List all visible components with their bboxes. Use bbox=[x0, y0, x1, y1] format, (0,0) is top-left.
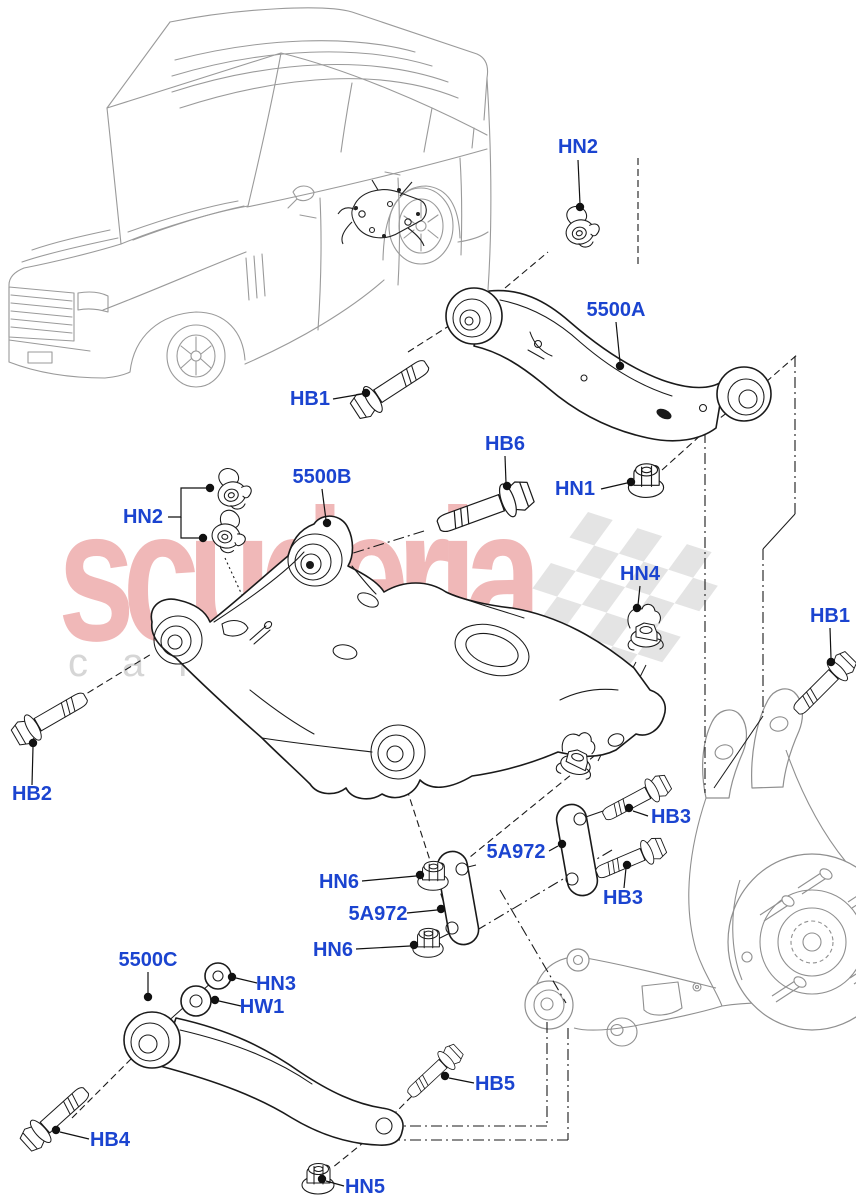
part-label-hn6-upper[interactable]: HN6 bbox=[319, 871, 359, 893]
leader-line-hb2 bbox=[31, 746, 34, 786]
bolt-HB2 bbox=[7, 684, 94, 751]
leader-dot-5a972-right bbox=[557, 839, 567, 849]
bolt-HB3-lower bbox=[591, 833, 670, 886]
link-plate-5A972-left bbox=[436, 850, 480, 946]
nut-HN3 bbox=[204, 962, 232, 990]
leader-line-5500b bbox=[321, 488, 327, 521]
leader-dot-hn5 bbox=[317, 1174, 327, 1184]
upper-control-arm-5500A bbox=[445, 287, 772, 442]
leader-dot-5a972-left bbox=[436, 904, 446, 914]
leader-line-hb6 bbox=[504, 455, 507, 484]
vehicle-rear-suspension-highlight bbox=[337, 179, 427, 247]
leader-line-hb3-lower bbox=[623, 867, 627, 889]
leader-line-hn2-left bbox=[180, 517, 199, 539]
leader-dot-hn4 bbox=[632, 603, 642, 613]
part-label-hb1-left[interactable]: HB1 bbox=[290, 388, 330, 410]
part-label-5a972-right[interactable]: 5A972 bbox=[487, 841, 546, 863]
leader-line-5500a bbox=[615, 321, 621, 363]
flag-cell bbox=[637, 628, 681, 663]
leader-line-hn5 bbox=[325, 1180, 345, 1187]
leader-dot-5500a bbox=[615, 361, 625, 371]
flag-cell bbox=[581, 579, 626, 613]
part-label-hn2-left[interactable]: HN2 bbox=[123, 506, 163, 528]
leader-line-hn4 bbox=[637, 585, 641, 606]
labels-layer: HN25500AHB1HB6HN15500BHN2HN4HB1HB2HB35A9… bbox=[12, 136, 850, 1198]
leader-line-hn2-left bbox=[168, 487, 206, 518]
flag-cell bbox=[668, 544, 712, 578]
leader-dot-hn2-top bbox=[575, 202, 585, 212]
bolt-HB5 bbox=[401, 1040, 467, 1104]
leader-line-5a972-right bbox=[548, 845, 559, 852]
leader-dot-hb4 bbox=[51, 1125, 61, 1135]
rear-wheel bbox=[388, 187, 454, 265]
flag-cell bbox=[569, 512, 613, 546]
part-label-hb3-lower[interactable]: HB3 bbox=[603, 887, 643, 909]
part-label-hn3[interactable]: HN3 bbox=[256, 973, 296, 995]
leader-dot-hb3-lower bbox=[622, 860, 632, 870]
leader-line-hb4 bbox=[59, 1131, 90, 1140]
flag-cell bbox=[532, 563, 576, 597]
leader-dot-hn3 bbox=[227, 972, 237, 982]
part-label-hb3-upper[interactable]: HB3 bbox=[651, 806, 691, 828]
part-label-hn6-lower[interactable]: HN6 bbox=[313, 939, 353, 961]
leader-line-hb3-upper bbox=[632, 810, 649, 817]
leader-dot-hb1-right bbox=[826, 657, 836, 667]
link-plate-5A972-right bbox=[555, 803, 599, 897]
bolt-HB1-left bbox=[346, 351, 436, 424]
lower-control-arm-5500B bbox=[150, 515, 666, 800]
leader-dot-hb3-upper bbox=[624, 803, 634, 813]
part-label-hn2-top[interactable]: HN2 bbox=[558, 136, 598, 158]
part-label-hw1[interactable]: HW1 bbox=[240, 996, 284, 1018]
part-label-5500b[interactable]: 5500B bbox=[293, 466, 352, 488]
flag-cell bbox=[588, 612, 632, 647]
leader-dot-hn2-left bbox=[198, 533, 208, 543]
fasteners bbox=[180, 201, 665, 1195]
part-label-hb6[interactable]: HB6 bbox=[485, 433, 525, 455]
leader-line-hb1-left bbox=[332, 393, 363, 400]
bolt-HB4 bbox=[15, 1079, 96, 1156]
part-label-hn4[interactable]: HN4 bbox=[620, 563, 661, 585]
part-label-hn1[interactable]: HN1 bbox=[555, 478, 595, 500]
flag-cell bbox=[674, 577, 718, 612]
leader-dot-hn6-lower bbox=[409, 940, 419, 950]
leader-line-hb5 bbox=[448, 1077, 475, 1084]
washer-HW1 bbox=[180, 985, 212, 1017]
leader-dot-hn1 bbox=[626, 477, 636, 487]
leader-line-hn3 bbox=[235, 977, 258, 984]
leader-dot-hb2 bbox=[28, 738, 38, 748]
flag-cell bbox=[625, 561, 669, 596]
leader-line-hw1 bbox=[218, 1000, 242, 1007]
leader-line-5a972-left bbox=[406, 909, 438, 914]
rear-knuckle-hub-assembly bbox=[524, 688, 856, 1048]
lower-arm-5500C bbox=[123, 1011, 404, 1146]
leader-dot-hb6 bbox=[502, 481, 512, 491]
part-label-hb5[interactable]: HB5 bbox=[475, 1073, 515, 1095]
leader-line-hn6-lower bbox=[355, 945, 411, 950]
flag-cell bbox=[618, 528, 663, 562]
part-label-5500c[interactable]: 5500C bbox=[119, 949, 178, 971]
part-label-hb4[interactable]: HB4 bbox=[90, 1129, 131, 1151]
leader-line-hn1 bbox=[600, 482, 628, 490]
vehicle-illustration bbox=[8, 7, 492, 388]
leader-dot-hw1 bbox=[210, 995, 220, 1005]
front-wheel bbox=[166, 324, 226, 388]
leader-dot-hb1-left bbox=[361, 388, 371, 398]
part-label-hn5[interactable]: HN5 bbox=[345, 1176, 385, 1198]
leader-dot-hn2-left bbox=[205, 483, 215, 493]
leader-line-hn2-top bbox=[577, 159, 581, 205]
leader-line-hn6-upper bbox=[361, 875, 417, 882]
leader-dot-hb5 bbox=[440, 1071, 450, 1081]
part-label-5500a[interactable]: 5500A bbox=[587, 299, 646, 321]
part-label-hb1-right[interactable]: HB1 bbox=[810, 605, 850, 627]
leader-dot-5500c bbox=[143, 992, 153, 1002]
leader-dot-hn6-upper bbox=[415, 870, 425, 880]
part-label-hb2[interactable]: HB2 bbox=[12, 783, 52, 805]
leader-dot-5500b bbox=[322, 518, 332, 528]
flag-cell bbox=[575, 545, 619, 580]
part-label-5a972-left[interactable]: 5A972 bbox=[349, 903, 408, 925]
leader-line-hb1-right bbox=[829, 627, 832, 659]
